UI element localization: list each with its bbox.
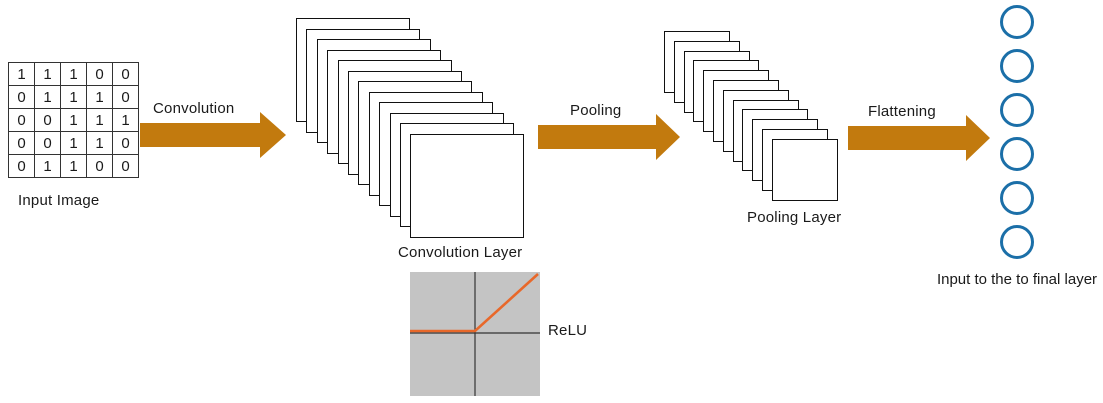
matrix-cell: 1: [86, 131, 113, 155]
relu-label: ReLU: [548, 322, 588, 339]
matrix-cell: 1: [112, 108, 139, 132]
matrix-cell: 1: [86, 85, 113, 109]
convolution-layer-label: Convolution Layer: [398, 244, 523, 261]
matrix-cell: 1: [86, 108, 113, 132]
matrix-cell: 0: [8, 131, 35, 155]
neuron-6: [1000, 225, 1034, 259]
matrix-cell: 1: [60, 131, 87, 155]
matrix-cell: 1: [34, 154, 61, 178]
matrix-cell: 0: [86, 62, 113, 86]
matrix-cell: 1: [60, 154, 87, 178]
pooling-layer-label: Pooling Layer: [747, 209, 842, 226]
neuron-2: [1000, 49, 1034, 83]
convolution-feature-map: [410, 133, 525, 238]
matrix-cell: 1: [34, 85, 61, 109]
matrix-cell: 0: [8, 154, 35, 178]
matrix-cell: 1: [60, 85, 87, 109]
pooling-feature-map: [771, 138, 838, 201]
neuron-1: [1000, 5, 1034, 39]
matrix-cell: 0: [112, 131, 139, 155]
matrix-cell: 0: [8, 108, 35, 132]
convolution-step-label: Convolution: [153, 100, 235, 117]
relu-curve: [410, 273, 539, 333]
matrix-cell: 1: [34, 62, 61, 86]
matrix-cell: 0: [112, 85, 139, 109]
pooling-step-label: Pooling: [570, 102, 622, 119]
flattening-arrow: [848, 115, 990, 161]
neuron-5: [1000, 181, 1034, 215]
neuron-4: [1000, 137, 1034, 171]
neuron-3: [1000, 93, 1034, 127]
matrix-cell: 0: [86, 154, 113, 178]
matrix-cell: 0: [112, 62, 139, 86]
matrix-cell: 0: [112, 154, 139, 178]
matrix-cell: 0: [8, 85, 35, 109]
matrix-cell: 1: [60, 62, 87, 86]
relu-graph: [410, 272, 540, 396]
matrix-cell: 0: [34, 108, 61, 132]
input-image-label: Input Image: [18, 192, 100, 209]
matrix-cell: 1: [60, 108, 87, 132]
matrix-cell: 0: [34, 131, 61, 155]
matrix-cell: 1: [8, 62, 35, 86]
convolution-arrow: [140, 112, 286, 158]
pooling-arrow: [538, 114, 680, 160]
final-layer-label: Input to the to final layer: [936, 271, 1098, 288]
flattening-step-label: Flattening: [868, 103, 936, 120]
